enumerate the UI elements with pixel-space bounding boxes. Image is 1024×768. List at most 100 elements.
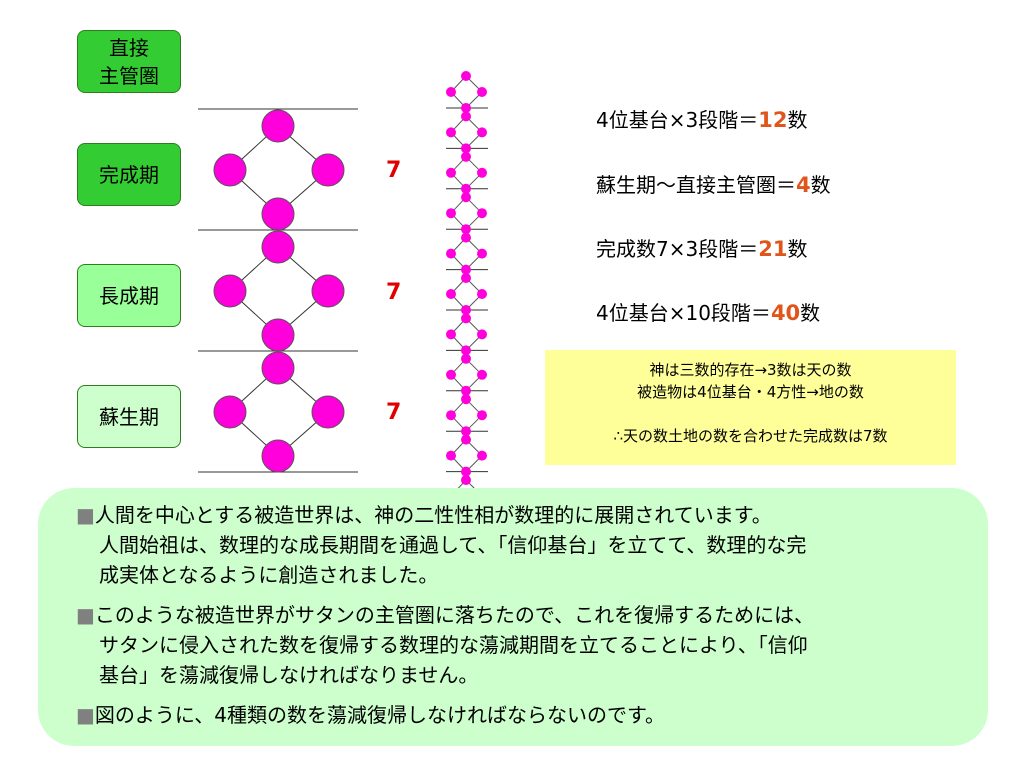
bullet-square-icon: ■ xyxy=(76,603,95,627)
paragraph-line: ■このような被造世界がサタンの主管圏に落ちたので、これを復帰するためには、 xyxy=(76,600,958,630)
paragraph-text: 図のように、4種類の数を蕩減復帰しなければならないのです。 xyxy=(94,703,666,727)
equation-completion-21: 完成数7×3段階＝21数 xyxy=(596,233,807,262)
chain-node xyxy=(477,329,487,340)
stage-number-growth: 7 xyxy=(386,280,402,305)
equation-unit: 数 xyxy=(810,173,831,197)
note-line: 神は三数的存在→3数は天の数 xyxy=(649,361,852,379)
chain-node xyxy=(461,345,471,356)
chain-node xyxy=(477,289,487,299)
position-node xyxy=(311,153,345,187)
position-node xyxy=(261,230,295,264)
note-line: 被造物は4位基台・4方性→地の数 xyxy=(637,383,864,401)
stage-label: 完成期 xyxy=(99,162,159,187)
paragraph-summary: ■図のように、4種類の数を蕩減復帰しなければならないのです。 xyxy=(76,700,958,730)
equation-foundation-12: 4位基台×3段階＝12数 xyxy=(596,104,807,133)
chain-node xyxy=(461,353,471,364)
note-line xyxy=(545,403,956,425)
paragraph-creation: ■人間を中心とする被造世界は、神の二性性相が数理的に展開されています。 人間始祖… xyxy=(76,500,958,590)
stage-box-direct-dominion: 直接 主管圏 xyxy=(77,30,181,93)
equation-stages-4: 蘇生期～直接主管圏＝4数 xyxy=(596,169,831,198)
chain-node xyxy=(461,466,471,477)
paragraph-text: 人間を中心とする被造世界は、神の二性性相が数理的に展開されています。 xyxy=(94,503,772,527)
chain-node xyxy=(461,192,471,203)
equation-value: 40 xyxy=(770,301,801,325)
position-node xyxy=(213,274,247,308)
chain-node xyxy=(477,410,487,421)
chain-node xyxy=(461,151,471,162)
chain-node xyxy=(446,369,456,380)
position-node xyxy=(311,274,345,308)
chain-node xyxy=(461,264,471,275)
bullet-square-icon: ■ xyxy=(76,503,95,527)
equation-unit: 数 xyxy=(787,108,808,132)
stage-label: 蘇生期 xyxy=(99,404,159,429)
paragraph-line: 基台」を蕩減復帰しなければなりません。 xyxy=(99,663,479,687)
stage-label-line: 直接 xyxy=(109,35,149,60)
position-node xyxy=(213,153,247,187)
chain-node xyxy=(461,224,471,235)
chain-node xyxy=(446,167,456,178)
chain-node xyxy=(461,103,471,113)
equation-text: 4位基台×3段階＝ xyxy=(596,108,759,132)
paragraph-text: このような被造世界がサタンの主管圏に落ちたので、これを復帰するためには、 xyxy=(94,603,815,627)
bullet-square-icon: ■ xyxy=(76,703,95,727)
equation-text: 4位基台×10段階＝ xyxy=(596,301,771,325)
chain-node xyxy=(477,87,487,97)
chain-node xyxy=(461,426,471,437)
paragraph-line: ■図のように、4種類の数を蕩減復帰しなければならないのです。 xyxy=(76,700,958,730)
chain-node xyxy=(461,273,471,283)
paragraph-line: ■人間を中心とする被造世界は、神の二性性相が数理的に展開されています。 xyxy=(76,500,958,530)
chain-node xyxy=(477,127,487,138)
stage-box-formation: 蘇生期 xyxy=(77,385,181,448)
note-line: ∴天の数土地の数を合わせた完成数は7数 xyxy=(613,427,888,445)
chain-node xyxy=(477,248,487,259)
paragraph-line: サタンに侵入された数を復帰する数理的な蕩減期間を立てることにより、「信仰 xyxy=(99,633,808,657)
stage-number-formation: 7 xyxy=(386,400,402,425)
equation-value: 12 xyxy=(758,108,788,132)
equation-text: 完成数7×3段階＝ xyxy=(596,237,759,261)
chain-node xyxy=(461,111,471,122)
position-node xyxy=(261,109,295,143)
stage-box-completion: 完成期 xyxy=(77,143,181,206)
position-node xyxy=(261,197,295,231)
chain-node xyxy=(461,313,471,324)
chain-node xyxy=(461,385,471,396)
paragraph-line: 人間始祖は、数理的な成長期間を通過して、「信仰基台」を立てて、数理的な完 xyxy=(99,533,807,557)
equation-unit: 数 xyxy=(787,237,808,261)
paragraph-line: 成実体となるように創造されました。 xyxy=(99,563,439,587)
four-position-diagram xyxy=(198,71,488,488)
equation-text: 蘇生期～直接主管圏＝ xyxy=(596,173,796,197)
chain-node xyxy=(446,208,456,219)
paragraph-restoration: ■このような被造世界がサタンの主管圏に落ちたので、これを復帰するためには、 サタ… xyxy=(76,600,958,690)
chain-node xyxy=(446,410,456,421)
position-node xyxy=(261,439,295,473)
chain-node xyxy=(446,87,456,97)
chain-node xyxy=(477,208,487,219)
position-node xyxy=(213,395,247,429)
stage-box-growth: 長成期 xyxy=(77,264,181,327)
stage-label-line: 主管圏 xyxy=(99,63,159,88)
stage-label: 長成期 xyxy=(99,283,159,308)
equation-foundation-40: 4位基台×10段階＝40数 xyxy=(596,297,820,326)
chain-node xyxy=(461,183,471,194)
position-node xyxy=(261,318,295,352)
chain-node xyxy=(461,143,471,154)
chain-node xyxy=(461,475,471,485)
chain-node xyxy=(461,434,471,445)
chain-node xyxy=(446,289,456,299)
stage-number-completion: 7 xyxy=(386,158,402,183)
equation-value: 4 xyxy=(796,173,811,197)
equation-unit: 数 xyxy=(800,301,821,325)
chain-node xyxy=(446,329,456,340)
chain-node xyxy=(477,167,487,178)
chain-node xyxy=(477,450,487,461)
chain-node xyxy=(477,369,487,380)
chain-node xyxy=(461,305,471,315)
position-node xyxy=(261,351,295,385)
chain-node xyxy=(446,248,456,259)
chain-node xyxy=(461,71,471,81)
chain-node xyxy=(446,450,456,461)
chain-node xyxy=(461,394,471,405)
note-box: 神は三数的存在→3数は天の数 被造物は4位基台・4方性→地の数 ∴天の数土地の数… xyxy=(545,350,956,465)
explanation-panel: ■人間を中心とする被造世界は、神の二性性相が数理的に展開されています。 人間始祖… xyxy=(38,488,988,746)
